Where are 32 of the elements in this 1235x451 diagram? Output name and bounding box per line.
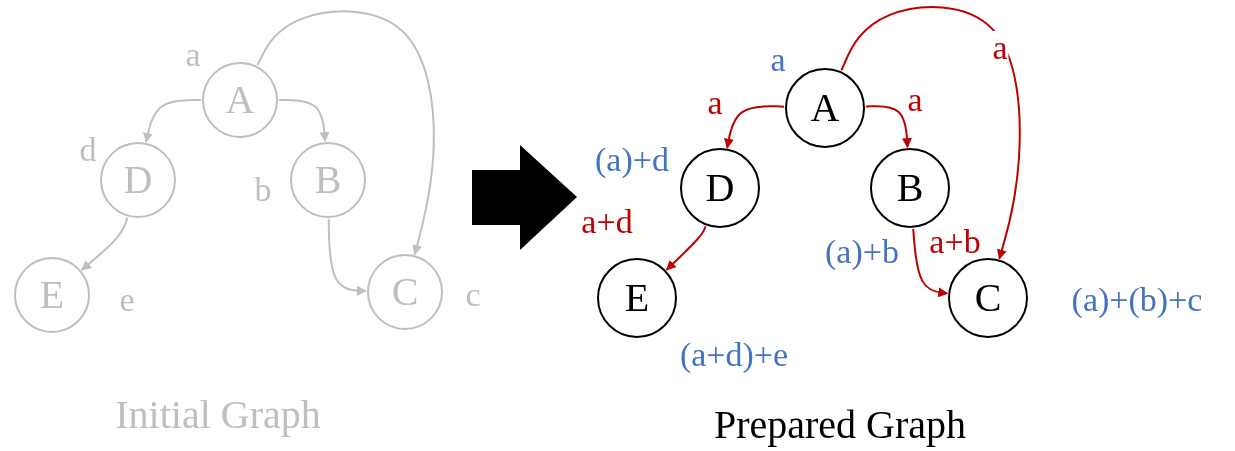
arrow [143, 99, 202, 143]
node-label: D [123, 160, 153, 200]
node-label: C [391, 272, 419, 312]
node-label: D [705, 168, 735, 208]
node-label: A [810, 88, 840, 128]
arrow [665, 225, 707, 271]
arrow [723, 105, 785, 149]
node-annotation: (a+d)+e [679, 338, 789, 372]
node-annotation: e [119, 283, 135, 317]
node-annotation: (a)+d [595, 143, 669, 177]
node-label: E [39, 275, 65, 315]
arrow [864, 105, 912, 149]
arrow [278, 99, 330, 143]
node-annotation: a [185, 38, 201, 72]
graph-caption: Prepared Graph [713, 405, 967, 445]
arrow [80, 216, 129, 271]
node-annotation: b [254, 173, 272, 207]
node-annotation: (a)+b [825, 235, 899, 269]
arrow [327, 218, 367, 296]
node-label: E [624, 278, 650, 318]
node-annotation: c [465, 278, 481, 312]
node-annotation: (a)+(b)+c [1071, 283, 1203, 317]
arrow [840, 6, 1021, 260]
node-label: B [896, 168, 924, 208]
node-label: C [974, 278, 1002, 318]
graph-caption: Initial Graph [115, 395, 321, 435]
node-annotation: a [770, 43, 786, 77]
node-label: A [225, 80, 255, 120]
node-annotation: d [79, 133, 97, 167]
arrow [912, 227, 949, 298]
node-label: B [314, 160, 342, 200]
arrow [256, 10, 435, 256]
